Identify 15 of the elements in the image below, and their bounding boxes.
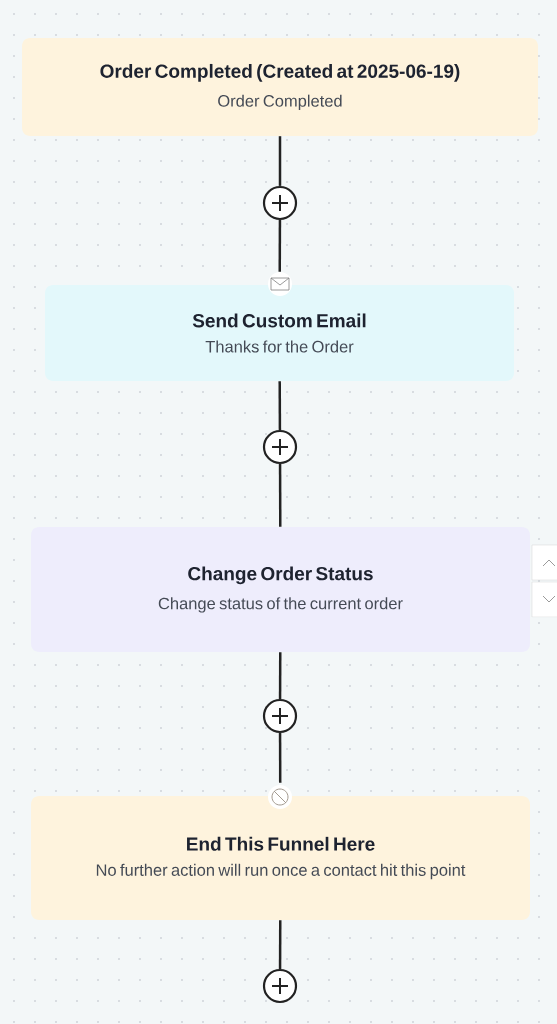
connector-line	[278, 652, 282, 699]
step-box: End This Funnel Here No further action will run once a contact hit this point	[31, 796, 530, 920]
connector-line	[278, 733, 282, 783]
connector-line	[278, 464, 282, 527]
connector-line	[278, 920, 282, 969]
add-step-button	[262, 968, 298, 1004]
add-step-button	[262, 185, 298, 221]
connector-line	[278, 136, 282, 186]
step-box: Change Order Status Change status of the current order	[31, 527, 530, 652]
add-step-button	[262, 698, 298, 734]
step-box: Order Completed (Created at 2025-06-19) Order Completed	[22, 38, 538, 136]
connector-line	[278, 381, 282, 430]
step-box: Send Custom Email Thanks for the Order	[45, 285, 514, 381]
add-step-button	[262, 429, 298, 465]
connector-line	[278, 220, 282, 272]
